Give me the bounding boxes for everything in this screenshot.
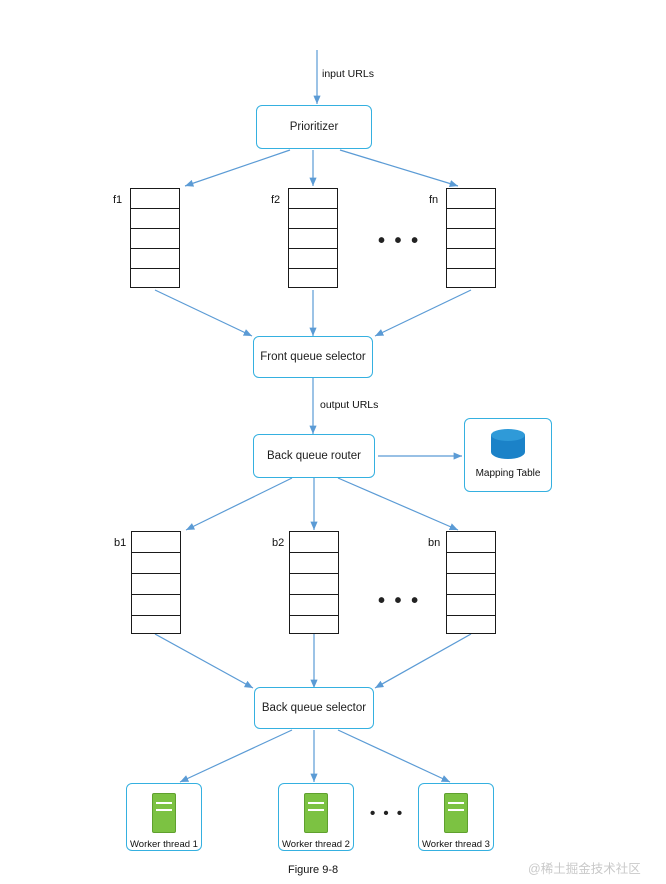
front-queue-label-f2: f2 <box>271 194 281 206</box>
figure-caption: Figure 9-8 <box>288 864 339 876</box>
worker-thread-3[interactable]: Worker thread 3 <box>418 783 494 851</box>
node-front-queue-selector-label: Front queue selector <box>260 351 366 363</box>
queue-cell <box>132 616 180 635</box>
front-queue-ellipsis: • • • <box>378 230 421 252</box>
queue-cell <box>447 553 495 574</box>
node-mapping-table[interactable]: Mapping Table <box>464 418 552 492</box>
back-queue-label-b2: b2 <box>272 537 285 549</box>
node-prioritizer[interactable]: Prioritizer <box>256 105 372 149</box>
queue-cell <box>132 553 180 574</box>
front-queue-fn <box>446 188 496 288</box>
worker-thread-2-label: Worker thread 2 <box>282 839 350 850</box>
queue-cell <box>289 229 337 249</box>
queue-cell <box>447 532 495 553</box>
edge-label-output-urls: output URLs <box>320 399 379 411</box>
queue-cell <box>447 249 495 269</box>
server-icon <box>304 793 328 833</box>
node-front-queue-selector[interactable]: Front queue selector <box>253 336 373 378</box>
node-mapping-table-label: Mapping Table <box>475 468 541 479</box>
front-queue-f2 <box>288 188 338 288</box>
database-icon <box>491 429 525 463</box>
back-queue-ellipsis: • • • <box>378 590 421 612</box>
queue-cell <box>447 595 495 616</box>
node-back-queue-selector-label: Back queue selector <box>261 702 367 714</box>
queue-cell <box>290 532 338 553</box>
front-queue-label-fn: fn <box>429 194 439 206</box>
queue-cell <box>131 189 179 209</box>
queue-cell <box>447 229 495 249</box>
worker-thread-1-label: Worker thread 1 <box>130 839 198 850</box>
worker-thread-3-label: Worker thread 3 <box>422 839 490 850</box>
back-queue-b1 <box>131 531 181 634</box>
queue-cell <box>447 189 495 209</box>
node-back-queue-selector[interactable]: Back queue selector <box>254 687 374 729</box>
queue-cell <box>131 269 179 288</box>
watermark: @稀土掘金技术社区 <box>528 862 641 876</box>
queue-cell <box>447 574 495 595</box>
worker-thread-1[interactable]: Worker thread 1 <box>126 783 202 851</box>
back-queue-b2 <box>289 531 339 634</box>
node-back-queue-router[interactable]: Back queue router <box>253 434 375 478</box>
queue-cell <box>289 269 337 288</box>
back-queue-label-b1: b1 <box>114 537 127 549</box>
edge-label-input-urls: input URLs <box>322 68 374 80</box>
queue-cell <box>132 574 180 595</box>
front-queue-f1 <box>130 188 180 288</box>
front-queue-label-f1: f1 <box>113 194 123 206</box>
queue-cell <box>289 189 337 209</box>
queue-cell <box>131 249 179 269</box>
node-prioritizer-label: Prioritizer <box>289 121 339 133</box>
queue-cell <box>289 209 337 229</box>
queue-cell <box>290 616 338 635</box>
queue-cell <box>447 616 495 635</box>
worker-ellipsis: • • • <box>370 805 405 822</box>
back-queue-bn <box>446 531 496 634</box>
worker-thread-2[interactable]: Worker thread 2 <box>278 783 354 851</box>
queue-cell <box>290 595 338 616</box>
queue-cell <box>132 595 180 616</box>
queue-cell <box>447 269 495 288</box>
queue-cell <box>131 229 179 249</box>
server-icon <box>152 793 176 833</box>
queue-cell <box>289 249 337 269</box>
queue-cell <box>447 209 495 229</box>
queue-cell <box>290 574 338 595</box>
back-queue-label-bn: bn <box>428 537 441 549</box>
node-back-queue-router-label: Back queue router <box>267 450 361 462</box>
queue-cell <box>132 532 180 553</box>
queue-cell <box>290 553 338 574</box>
queue-cell <box>131 209 179 229</box>
server-icon <box>444 793 468 833</box>
